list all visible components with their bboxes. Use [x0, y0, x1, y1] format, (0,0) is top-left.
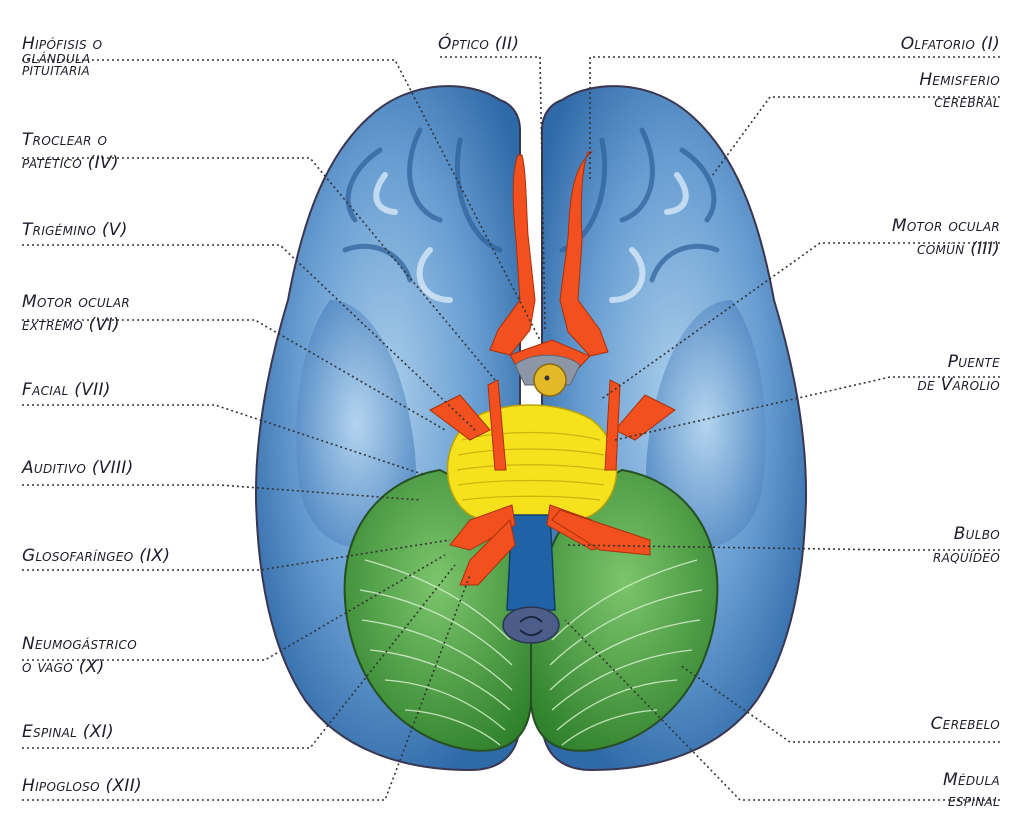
label-trigemino: Trigémino (V) [22, 222, 128, 239]
label-hemisferio: Hemisferio cerebral [919, 72, 1000, 111]
label-bulbo: Bulbo raquídeo [933, 526, 1000, 566]
label-puente: Puente de Varolio [917, 354, 1000, 394]
label-line: común (III) [892, 241, 1000, 258]
label-line: Motor ocular [22, 294, 130, 311]
label-line: raquídeo [933, 549, 1000, 566]
label-line: Bulbo [933, 526, 1000, 543]
label-line: cerebral [919, 94, 1000, 111]
label-line: Glosofaríngeo (IX) [22, 548, 170, 565]
label-auditivo: Auditivo (VIII) [22, 460, 134, 477]
label-line: de Varolio [917, 377, 1000, 394]
label-hipofisis: Hipófisis o glándula pituitaria [22, 36, 102, 79]
label-line: Espinal (XI) [22, 724, 114, 741]
label-medula: Médula espinal [943, 772, 1000, 810]
label-motor-externo: Motor ocular extremo (VI) [22, 294, 130, 334]
label-motor-comun: Motor ocular común (III) [892, 218, 1000, 258]
label-cerebelo: Cerebelo [931, 716, 1000, 733]
label-line: Troclear o [22, 132, 119, 149]
label-line: Médula [943, 772, 1000, 789]
label-optico: Óptico (II) [438, 36, 519, 53]
label-hipogloso: Hipogloso (XII) [22, 778, 142, 795]
label-line: extremo (VI) [22, 317, 130, 334]
label-line: espinal [943, 793, 1000, 810]
label-line: Óptico (II) [438, 36, 519, 53]
label-line: Trigémino (V) [22, 222, 128, 239]
label-line: patético (IV) [22, 155, 119, 172]
label-espinal: Espinal (XI) [22, 724, 114, 741]
label-line: o vago (X) [22, 659, 137, 676]
label-line: Facial (VII) [22, 382, 111, 399]
label-line: Motor ocular [892, 218, 1000, 235]
label-line: Olfatorio (I) [901, 36, 1000, 53]
label-glosofaringeo: Glosofaríngeo (IX) [22, 548, 170, 565]
label-facial: Facial (VII) [22, 382, 111, 399]
label-line: Cerebelo [931, 716, 1000, 733]
label-line: Auditivo (VIII) [22, 460, 134, 477]
label-line: Neumogástrico [22, 636, 137, 653]
label-line: Hipogloso (XII) [22, 778, 142, 795]
label-neumogastrico: Neumogástrico o vago (X) [22, 636, 137, 676]
label-olfatorio: Olfatorio (I) [901, 36, 1000, 53]
label-troclear: Troclear o patético (IV) [22, 132, 119, 172]
label-line: Puente [917, 354, 1000, 371]
label-line: Hemisferio [919, 72, 1000, 89]
